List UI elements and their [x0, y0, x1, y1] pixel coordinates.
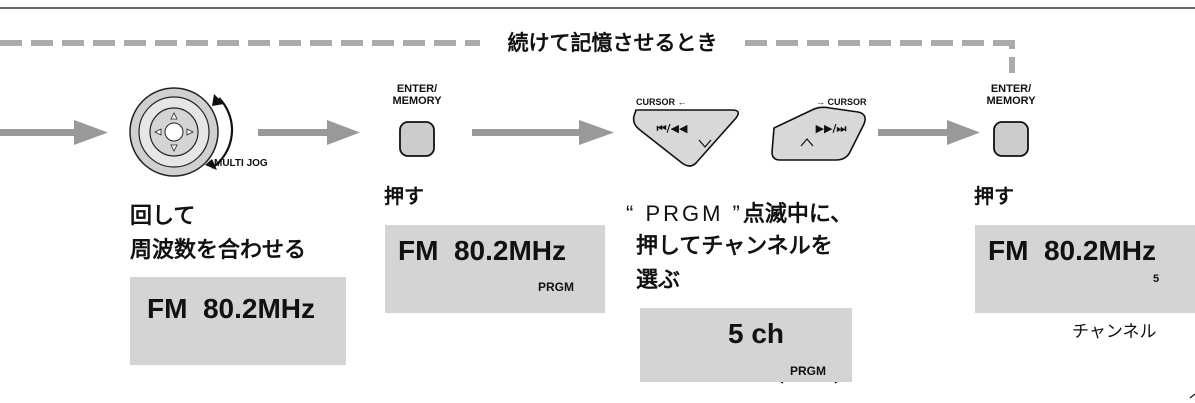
step2-push-label: 押す — [384, 184, 424, 208]
svg-text:▶▶/⏭: ▶▶/⏭ — [816, 122, 847, 135]
arrow-1 — [0, 120, 108, 145]
flow-arrows — [0, 120, 980, 145]
enter-label2-line1: ENTER/ — [990, 83, 1032, 95]
step3-channel: 5 ch — [728, 318, 785, 349]
corner-mark — [1189, 393, 1195, 399]
step3-instruction-line2: 押してチャンネルを — [636, 234, 833, 259]
enter-label2-line2: MEMORY — [986, 95, 1036, 107]
enter-label-line1: ENTER/ — [396, 83, 438, 95]
arrow-2 — [258, 120, 360, 145]
channel-caption: チャンネル — [1072, 322, 1157, 342]
step3-line1-rest: 点滅中に、 — [742, 202, 853, 227]
enter-memory-label-1: ENTER/ MEMORY — [367, 83, 467, 107]
dashed-return-line — [0, 40, 1015, 80]
multi-jog-icon — [129, 87, 234, 177]
channel-digit: 5 — [1152, 273, 1160, 285]
enter-memory-label-2: ENTER/ MEMORY — [961, 83, 1061, 107]
svg-text:⏮/◀◀: ⏮/◀◀ — [657, 122, 688, 135]
step4-display: FM 80.2MHz — [975, 225, 1195, 313]
enter-memory-button-2 — [993, 121, 1029, 157]
arrow-4 — [878, 120, 980, 145]
step3-prgm-indicator: PRGM — [790, 364, 826, 378]
step2-prgm-indicator: PRGM — [538, 280, 574, 294]
step3-instruction-line3: 選ぶ — [636, 268, 681, 293]
step1-instruction-line2: 周波数を合わせる — [130, 238, 307, 263]
cursor-right-label: → CURSOR — [816, 97, 867, 107]
step1-display: FM 80.2MHz — [130, 277, 346, 365]
step2-display: FM 80.2MHz PRGM — [385, 225, 605, 313]
step1-frequency: FM 80.2MHz — [147, 293, 316, 324]
enter-label-line2: MEMORY — [392, 95, 442, 107]
cursor-left-key: ⏮/◀◀ — [632, 109, 740, 167]
step4-frequency: FM 80.2MHz — [988, 235, 1157, 266]
arrow-3 — [472, 120, 614, 145]
step4-push-label: 押す — [974, 184, 1014, 208]
cursor-right-key: ▶▶/⏭ — [771, 106, 866, 161]
multi-jog-label: MULTI JOG — [214, 158, 268, 169]
prgm-quote: “ PRGM ” — [626, 201, 743, 226]
enter-memory-button-1 — [399, 121, 435, 157]
step3-display: 5 ch PRGM — [640, 308, 852, 382]
step2-frequency: FM 80.2MHz — [398, 235, 567, 266]
step3-instruction-line1: “ PRGM ”点滅中に、 — [626, 198, 852, 232]
top-banner: 続けて記憶させるとき — [480, 28, 745, 58]
step1-instruction-line1: 回して — [130, 204, 196, 229]
cursor-left-label: CURSOR ← — [636, 97, 687, 107]
